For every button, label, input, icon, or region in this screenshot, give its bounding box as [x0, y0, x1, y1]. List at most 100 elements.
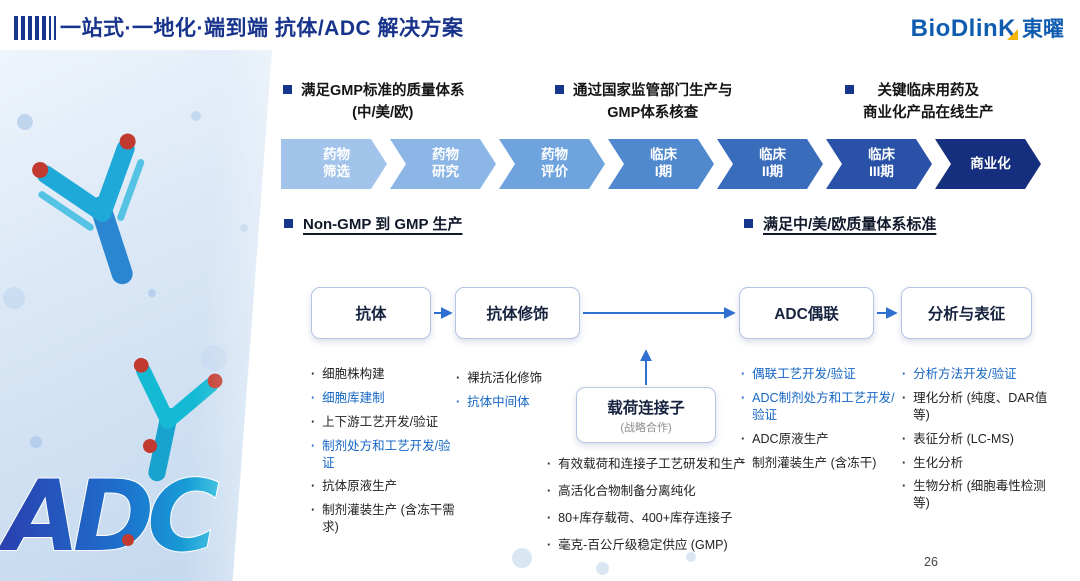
list-item: · ADC制剂处方和工艺开发/验证	[741, 390, 899, 424]
list-item: · 细胞库建制	[311, 390, 463, 407]
square-bullet-icon	[284, 219, 293, 228]
dot-bullet-icon: ·	[311, 438, 316, 453]
development-pipeline: 药物 筛选 药物 研究 药物 评价 临床 I期 临床 II期	[281, 139, 1041, 189]
stage-line1: 药物	[541, 147, 568, 163]
list-item: · 生物分析 (细胞毒性检测等)	[902, 478, 1054, 512]
stage-line1: 临床	[759, 147, 786, 163]
list-item-text: 裸抗活化修饰	[467, 371, 543, 385]
dot-bullet-icon: ·	[547, 457, 552, 471]
list-item-text: 制剂灌装生产 (含冻干需求)	[322, 503, 455, 535]
dot-bullet-icon: ·	[902, 390, 907, 405]
list-item: · 生化分析	[902, 455, 1054, 472]
dot-bullet-icon: ·	[456, 371, 461, 385]
top-bullet-line2: (中/美/欧)	[352, 105, 414, 122]
section-label-quality: 满足中/美/欧质量体系标准	[744, 213, 936, 234]
square-bullet-icon	[845, 85, 854, 94]
barcode-icon	[14, 16, 56, 40]
section-label-text: 满足中/美/欧质量体系标准	[763, 216, 937, 233]
list-item: · 80+库存载荷、400+库存连接子	[547, 510, 757, 527]
list-item: · 分析方法开发/验证	[902, 366, 1054, 383]
biodlink-logo: BioDlinK 東曜	[911, 13, 1064, 43]
list-item: · 偶联工艺开发/验证	[741, 366, 899, 383]
antibody-illustration-top	[32, 133, 145, 285]
dot-bullet-icon: ·	[547, 510, 552, 525]
top-bullet-points: 满足GMP标准的质量体系 (中/美/欧) 通过国家监管部门生产与 GMP体系核查…	[0, 80, 1080, 134]
dot-bullet-icon: ·	[902, 479, 907, 494]
stage-line1: 商业化	[970, 155, 1011, 171]
list-item-text: 有效载荷和连接子工艺研发和生产	[558, 457, 746, 471]
stage-line1: 药物	[432, 147, 459, 163]
list-item-text: 细胞库建制	[322, 390, 385, 405]
list-item-text: 毫克-百公斤级稳定供应 (GMP)	[558, 537, 728, 552]
list-item-text: 理化分析 (纯度、DAR值等)	[913, 390, 1048, 422]
pipeline-stage: 药物 筛选	[281, 139, 387, 189]
list-item-text: 分析方法开发/验证	[913, 367, 1017, 381]
dot-bullet-icon: ·	[311, 390, 316, 405]
list-item: · 抗体原液生产	[311, 478, 463, 495]
dot-bullet-icon: ·	[741, 431, 746, 446]
list-antibody: · 细胞株构建 · 细胞库建制 · 上下游工艺开发/验证 · 制剂处方和工艺开发…	[311, 366, 463, 543]
pipeline-stage: 药物 研究	[390, 139, 496, 189]
top-bullet-line1: 关键临床用药及	[877, 83, 980, 99]
box-antibody-modification: 抗体修饰	[455, 287, 580, 339]
top-bullet-text: 通过国家监管部门生产与 GMP体系核查	[573, 80, 733, 125]
list-item-text: 表征分析 (LC-MS)	[913, 431, 1014, 446]
square-bullet-icon	[744, 219, 753, 228]
dot-bullet-icon: ·	[311, 479, 316, 494]
list-item-text: 80+库存载荷、400+库存连接子	[558, 510, 733, 525]
pipeline-stage: 商业化	[935, 139, 1041, 189]
payload-box-subtitle: (战略合作)	[620, 421, 672, 434]
stage-line1: 药物	[323, 147, 350, 163]
stage-line2: 研究	[432, 164, 459, 179]
top-bullet: 通过国家监管部门生产与 GMP体系核查	[555, 80, 733, 125]
dot-bullet-icon: ·	[902, 431, 907, 446]
list-item-text: 抗体原液生产	[322, 479, 398, 494]
list-item: · 理化分析 (纯度、DAR值等)	[902, 390, 1054, 424]
box-analysis-characterization: 分析与表征	[901, 287, 1032, 339]
list-item-text: ADC原液生产	[752, 431, 829, 446]
top-bullet-line1: 通过国家监管部门生产与	[573, 83, 733, 99]
list-item-text: 高活化合物制备分离纯化	[558, 483, 696, 498]
section-label-text: Non-GMP 到 GMP 生产	[303, 216, 463, 233]
adc-red-dot-bottom	[122, 534, 134, 546]
page-number: 26	[924, 555, 938, 569]
stage-line1: 临床	[868, 147, 895, 163]
list-item-text: 抗体中间体	[467, 394, 530, 409]
top-bullet: 满足GMP标准的质量体系 (中/美/欧)	[283, 80, 465, 125]
top-bullet-text: 满足GMP标准的质量体系 (中/美/欧)	[301, 80, 465, 125]
list-item: · 表征分析 (LC-MS)	[902, 431, 1054, 448]
dot-bullet-icon: ·	[902, 367, 907, 381]
list-item: · 上下游工艺开发/验证	[311, 414, 463, 431]
list-item: · 制剂灌装生产 (含冻干需求)	[311, 502, 463, 536]
list-payload-linker: · 有效载荷和连接子工艺研发和生产 · 高活化合物制备分离纯化 · 80+库存载…	[547, 456, 757, 564]
list-item-text: 生化分析	[913, 455, 964, 470]
page-title: 一站式·一地化·端到端 抗体/ADC 解决方案	[60, 17, 464, 40]
square-bullet-icon	[555, 85, 564, 94]
pipeline-stage: 临床 I期	[608, 139, 714, 189]
pipeline-stage: 临床 II期	[717, 139, 823, 189]
top-bullet-text: 关键临床用药及 商业化产品在线生产	[863, 80, 994, 125]
header: 一站式·一地化·端到端 抗体/ADC 解决方案 BioDlinK 東曜	[0, 0, 1080, 50]
stage-line2: II期	[761, 164, 783, 179]
stage-line2: III期	[869, 164, 894, 179]
dot-bullet-icon: ·	[311, 367, 316, 381]
dot-bullet-icon: ·	[456, 394, 461, 409]
list-item-text: 偶联工艺开发/验证	[752, 367, 856, 381]
list-adc-coupling: · 偶联工艺开发/验证 · ADC制剂处方和工艺开发/验证 · ADC原液生产 …	[741, 366, 899, 478]
top-bullet-line2: GMP体系核查	[607, 105, 699, 122]
stage-line2: 筛选	[323, 164, 350, 179]
list-modification: · 裸抗活化修饰 · 抗体中间体	[456, 370, 591, 418]
dot-bullet-icon: ·	[741, 455, 746, 470]
stage-line2: 评价	[541, 164, 568, 179]
list-item: · ADC原液生产	[741, 431, 899, 448]
list-item: · 制剂处方和工艺开发/验证	[311, 438, 463, 472]
adc-3d-text: ADC	[0, 460, 218, 574]
left-decor-panel: ADC	[0, 50, 272, 581]
box-payload-linker: 载荷连接子 (战略合作)	[576, 387, 716, 443]
top-bullet-line1: 满足GMP标准的质量体系	[301, 83, 465, 99]
stage-line1: 临床	[650, 147, 677, 163]
logo-yellow-accent-icon	[1007, 29, 1018, 40]
payload-box-title: 载荷连接子	[607, 399, 685, 417]
list-item-text: 制剂处方和工艺开发/验证	[322, 438, 451, 470]
